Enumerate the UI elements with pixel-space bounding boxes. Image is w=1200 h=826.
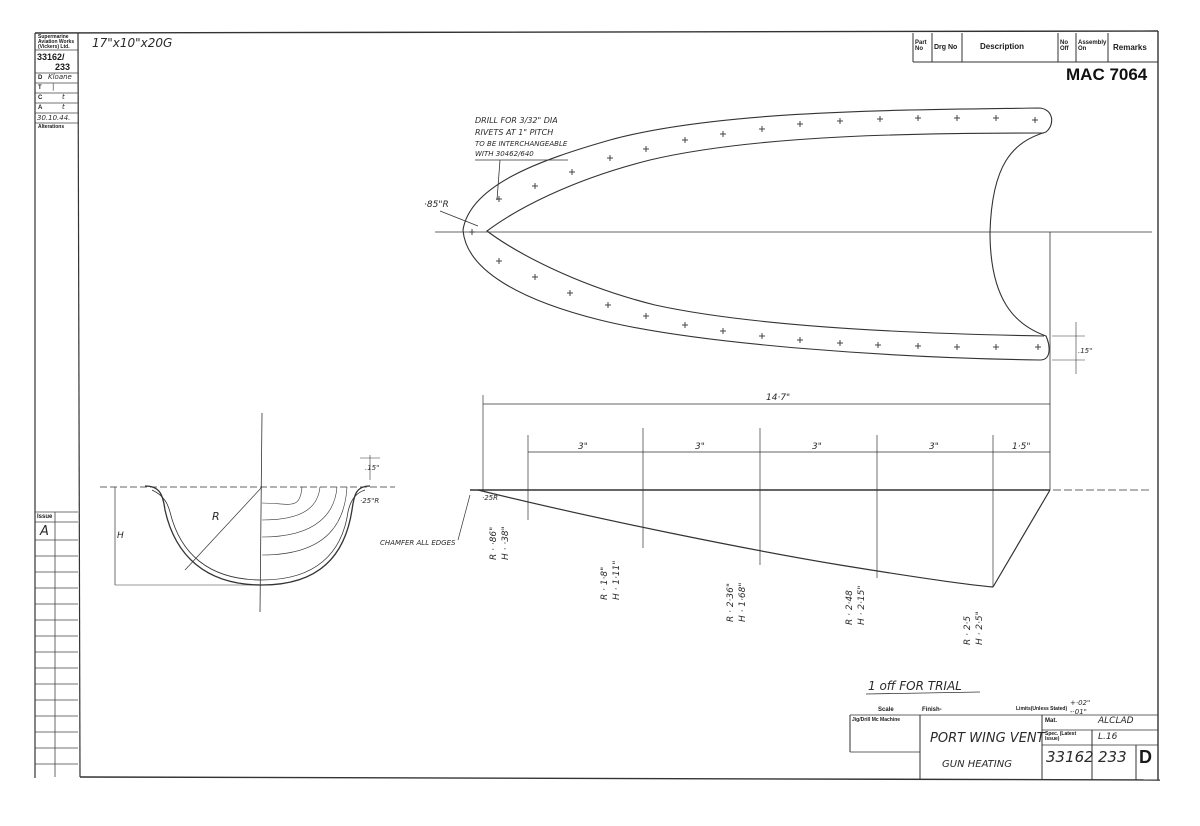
drill-note-line-1: DRILL FOR 3/32" DIA: [475, 116, 558, 125]
station-1-radius: R · ·86": [489, 526, 499, 560]
tip-dimension: .15": [1078, 347, 1093, 355]
company-line-1: Supermarine: [38, 34, 69, 40]
station-4-height: H · 2·15": [857, 585, 867, 625]
limits-label: Limits(Unless Stated): [1016, 706, 1068, 712]
segment-dimension-5: 1·5": [1012, 442, 1031, 452]
part-title-line-2: GUN HEATING: [942, 759, 1012, 770]
header-description: Description: [980, 42, 1025, 51]
limits-plus: +·02": [1070, 699, 1091, 707]
radius-note-25-elevation: ·25R: [482, 494, 498, 502]
station-5-height: H · 2·5": [975, 611, 985, 645]
material-label: Mat.: [1045, 718, 1057, 724]
left-strip: [35, 49, 78, 777]
title-block: [849, 714, 1158, 780]
issue-label: Issue: [37, 514, 53, 520]
station-1-height: H · ·38": [501, 526, 511, 560]
row-label-a: A: [38, 105, 43, 111]
station-3-height: H · 1·68": [738, 582, 748, 622]
part-sub-number: 233: [1098, 748, 1127, 766]
row-label-d: D: [38, 75, 43, 81]
drawing-date: 30.10.44.: [37, 114, 71, 122]
header-table: [912, 33, 1158, 63]
company-line-3: (Vickers) Ltd.: [38, 44, 70, 50]
row-value-t: |: [52, 83, 55, 91]
header-drg-no: Drg No: [934, 44, 958, 51]
finish-label: Finish-: [922, 707, 942, 713]
section-view: [100, 412, 395, 613]
spec-value: L.16: [1098, 732, 1118, 742]
station-3-radius: R · 2·36": [726, 582, 736, 622]
station-5-radius: R · 2·5: [963, 615, 973, 645]
row-value-c: t: [62, 93, 65, 101]
segment-dimension-2: 3": [695, 442, 705, 452]
header-no-off: No Off: [1060, 40, 1069, 52]
material-value: ALCLAD: [1098, 716, 1134, 726]
company-line-2: Aviation Works: [38, 39, 75, 45]
station-2-radius: R · 1·8": [600, 566, 610, 600]
row-value-a: t: [62, 103, 65, 111]
trial-underline: [865, 691, 981, 695]
drill-note-line-3: TO BE INTERCHANGEABLE: [475, 140, 568, 148]
segment-dimension-4: 3": [929, 442, 939, 452]
station-4-radius: R · 2·48: [845, 590, 855, 625]
drawing-sub-number: 233: [55, 62, 71, 72]
drill-note-line-4: WITH 30462/640: [475, 150, 534, 158]
radius-note-25-section: ·25"R: [360, 497, 380, 505]
radius-note-85: ·85"R: [424, 200, 449, 210]
alterations-label: Alterations: [38, 124, 65, 130]
scale-label: Scale: [878, 707, 894, 713]
sheet-border: [34, 30, 1161, 781]
section-radius-label: R: [212, 510, 220, 523]
limits-minus: -·01": [1070, 708, 1087, 716]
chamfer-note: CHAMFER ALL EDGES: [380, 539, 456, 547]
spec-label: Spec. (Latest Issue): [1045, 731, 1077, 742]
stock-size: 17"x10"x20G: [92, 36, 173, 50]
drawing-id: MAC 7064: [1066, 65, 1148, 84]
drill-leader: [439, 159, 568, 227]
elevation-view: [457, 395, 1150, 588]
segment-dimension-1: 3": [578, 442, 588, 452]
drill-note-line-2: RIVETS AT 1" PITCH: [475, 128, 554, 137]
part-title-line-1: PORT WING VENT: [930, 731, 1045, 746]
header-remarks: Remarks: [1113, 43, 1147, 52]
rivet-marks: [469, 115, 1041, 350]
row-value-d: Kloane: [48, 73, 72, 81]
station-2-height: H · 1·11": [612, 560, 622, 600]
trial-note: 1 off FOR TRIAL: [868, 679, 962, 693]
row-label-c: C: [38, 95, 43, 101]
plan-view: [435, 107, 1152, 490]
part-number: 33162: [1046, 748, 1094, 766]
header-part-no: Part No: [915, 40, 927, 52]
segment-dimension-3: 3": [812, 442, 822, 452]
issue-value: A: [40, 524, 49, 539]
header-assembly-on: Assembly On: [1078, 40, 1107, 52]
drawing-number: 33162/: [37, 52, 65, 62]
section-height-label: H: [117, 531, 124, 541]
machine-label: Jig/Drill Mc Machine: [852, 717, 901, 723]
row-label-t: T: [38, 85, 42, 91]
section-top-dimension: .15": [365, 464, 380, 472]
overall-dimension: 14·7": [766, 393, 791, 403]
issue-letter: D: [1139, 747, 1152, 767]
